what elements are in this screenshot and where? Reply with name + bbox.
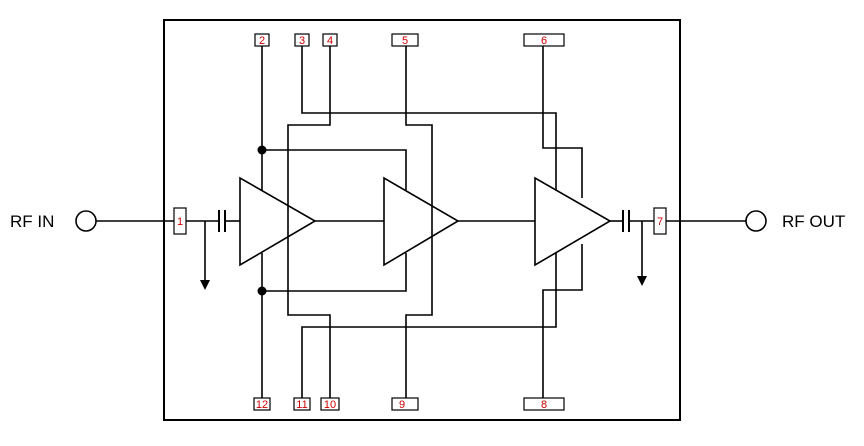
svg-text:11: 11 xyxy=(296,399,307,411)
svg-text:10: 10 xyxy=(324,399,336,411)
svg-text:3: 3 xyxy=(299,35,305,47)
svg-text:4: 4 xyxy=(327,35,333,47)
rf-in-port-circle xyxy=(75,210,97,232)
amplifier-2 xyxy=(383,176,460,267)
pin-1: 1 xyxy=(173,207,187,235)
pin-9: 9 xyxy=(391,397,419,411)
pin-5: 5 xyxy=(391,33,419,47)
pin-10: 10 xyxy=(320,397,340,411)
svg-text:9: 9 xyxy=(399,399,405,411)
pin-3: 3 xyxy=(294,33,310,47)
pin-4: 4 xyxy=(322,33,338,47)
svg-text:2: 2 xyxy=(259,35,265,47)
svg-text:12: 12 xyxy=(256,399,268,411)
package-outline xyxy=(163,19,681,421)
amplifier-1 xyxy=(239,176,317,267)
amp1-to-amp2-top-bias-wire xyxy=(262,149,407,190)
amp1-to-amp2-bottom-bias-wire xyxy=(262,253,407,292)
rf-out-port-circle xyxy=(745,210,767,232)
pin-12: 12 xyxy=(253,397,271,411)
svg-text:7: 7 xyxy=(657,216,663,228)
rf-out-label: RF OUT xyxy=(782,212,845,231)
input-ground-arrow-icon xyxy=(200,280,210,290)
pin3-rail-wire xyxy=(301,44,557,190)
amplifier-3 xyxy=(534,176,612,267)
pin-8: 8 xyxy=(523,397,565,411)
pin4-pin10-loop-wire xyxy=(287,44,331,398)
svg-text:8: 8 xyxy=(541,399,547,411)
pin5-pin9-loop-wire xyxy=(405,44,433,398)
pin-2: 2 xyxy=(254,33,270,47)
pin-11: 11 xyxy=(293,397,311,411)
svg-text:1: 1 xyxy=(177,216,183,228)
svg-text:6: 6 xyxy=(541,35,547,47)
output-ground-arrow-icon xyxy=(637,276,647,286)
rf-in-label: RF IN xyxy=(10,212,54,231)
pin8-wire xyxy=(542,244,583,398)
pin11-rail-wire xyxy=(301,253,557,398)
pin-6: 6 xyxy=(523,33,565,47)
svg-text:5: 5 xyxy=(402,35,408,47)
pin-7: 7 xyxy=(653,207,667,235)
pin6-wire xyxy=(542,44,583,198)
